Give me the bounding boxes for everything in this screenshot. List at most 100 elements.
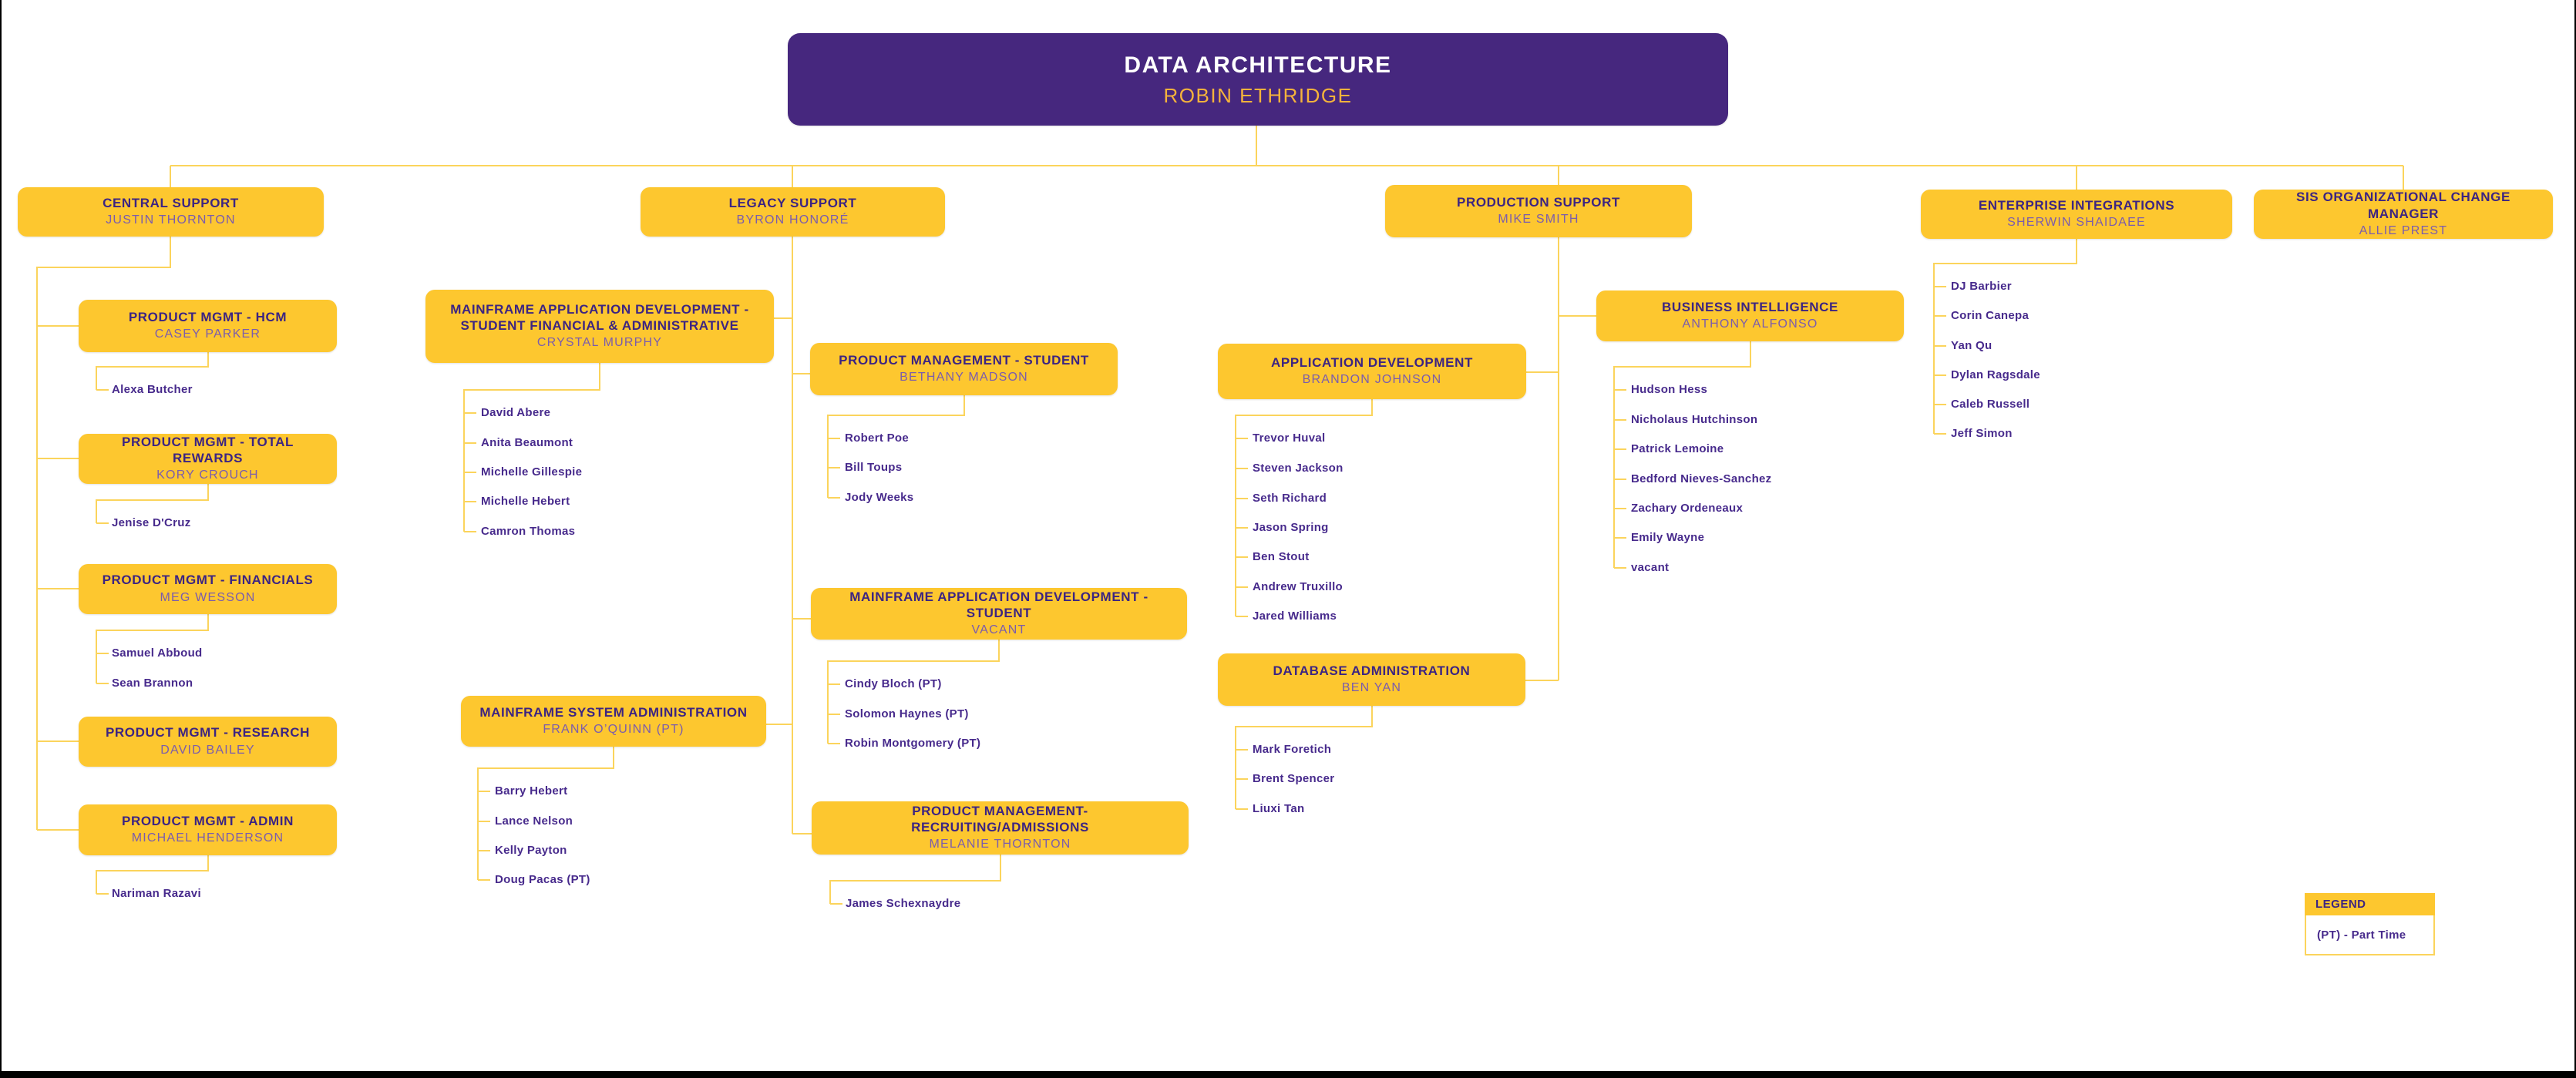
legend-header: LEGEND [2305,893,2435,915]
member-name: DJ Barbier [1951,279,2012,293]
org-box-enterprise-integrations: ENTERPRISE INTEGRATIONS SHERWIN SHAIDAEE [1921,190,2232,239]
org-box-pm-total-rewards: PRODUCT MGMT - TOTAL REWARDS KORY CROUCH [79,434,337,484]
org-box-title: APPLICATION DEVELOPMENT [1271,354,1473,370]
org-box-pm-student: PRODUCT MANAGEMENT - STUDENT BETHANY MADS… [810,343,1118,395]
org-box-title: MAINFRAME APPLICATION DEVELOPMENT - STUD… [849,589,1148,621]
member-name: Dylan Ragsdale [1951,368,2040,381]
org-box-sis-ocm: SIS ORGANIZATIONAL CHANGE MANAGER ALLIE P… [2254,190,2553,239]
org-box-mad-student: MAINFRAME APPLICATION DEVELOPMENT - STUD… [811,588,1187,640]
org-box-title: PRODUCT MGMT - TOTAL REWARDS [122,434,294,466]
org-box-title: PRODUCT MANAGEMENT - STUDENT [839,352,1089,368]
member-name: Jeff Simon [1951,426,2013,440]
org-box-title: ENTERPRISE INTEGRATIONS [1978,197,2175,213]
member-name: Samuel Abboud [112,646,203,660]
legend-body: (PT) - Part Time [2305,915,2435,955]
member-name: Nicholaus Hutchinson [1631,412,1758,426]
member-name: James Schexnaydre [846,896,961,910]
org-box-pm-admin: PRODUCT MGMT - ADMIN MICHAEL HENDERSON [79,804,337,855]
org-box-name: MIKE SMITH [1498,213,1579,227]
member-name: Camron Thomas [481,524,576,538]
member-name: Anita Beaumont [481,435,573,449]
member-name: Jason Spring [1253,520,1329,534]
org-box-name: VACANT [971,623,1027,637]
org-box-production-support: PRODUCTION SUPPORT MIKE SMITH [1385,185,1692,237]
org-box-title: MAINFRAME APPLICATION DEVELOPMENT - STUD… [450,301,749,334]
member-name: Michelle Hebert [481,494,570,508]
member-name: Lance Nelson [495,814,573,828]
member-name: David Abere [481,405,551,419]
member-name: Solomon Haynes (PT) [845,707,969,720]
member-name: Kelly Payton [495,843,567,857]
org-box-title: PRODUCT MGMT - ADMIN [122,813,294,828]
member-name: vacant [1631,560,1670,574]
member-name: Andrew Truxillo [1253,579,1343,593]
org-box-name: KORY CROUCH [156,468,259,482]
org-box-app-dev: APPLICATION DEVELOPMENT BRANDON JOHNSON [1218,344,1526,399]
org-box-title: BUSINESS INTELLIGENCE [1662,299,1838,314]
member-name: Bedford Nieves-Sanchez [1631,472,1772,485]
root-box: DATA ARCHITECTURE ROBIN ETHRIDGE [788,33,1728,126]
member-name: Jenise D'Cruz [112,515,191,529]
org-box-name: BETHANY MADSON [900,371,1028,385]
org-box-title: PRODUCT MANAGEMENT- RECRUITING/ADMISSION… [911,803,1089,835]
member-name: Yan Qu [1951,338,1993,352]
org-box-name: BRANDON JOHNSON [1302,373,1442,387]
member-name: Sean Brannon [112,676,193,690]
member-name: Jared Williams [1253,609,1337,623]
member-name: Barry Hebert [495,784,568,798]
legend-title: LEGEND [2315,898,2366,911]
member-name: Hudson Hess [1631,382,1708,396]
org-box-title: SIS ORGANIZATIONAL CHANGE MANAGER [2296,190,2510,221]
org-box-name: JUSTIN THORNTON [106,213,236,227]
org-box-title: DATABASE ADMINISTRATION [1273,663,1471,678]
member-name: Brent Spencer [1253,771,1335,785]
member-name: Emily Wayne [1631,530,1705,544]
org-box-name: MEG WESSON [160,590,256,604]
org-box-title: PRODUCT MGMT - FINANCIALS [102,573,314,588]
org-box-name: ALLIE PREST [2359,223,2448,237]
org-box-dba: DATABASE ADMINISTRATION BEN YAN [1218,653,1525,706]
member-name: Ben Stout [1253,549,1310,563]
member-name: Steven Jackson [1253,461,1343,475]
member-name: Doug Pacas (PT) [495,872,590,886]
org-box-name: CRYSTAL MURPHY [536,336,663,350]
window-bottom-bar [2,1071,2574,1078]
member-name: Seth Richard [1253,491,1327,505]
org-box-name: ANTHONY ALFONSO [1682,317,1818,331]
org-box-title: PRODUCT MGMT - HCM [128,309,288,324]
org-box-name: BEN YAN [1341,681,1402,695]
org-box-name: MELANIE THORNTON [929,838,1071,851]
member-name: Robin Montgomery (PT) [845,736,981,750]
org-box-name: DAVID BAILEY [160,743,255,757]
org-box-legacy-support: LEGACY SUPPORT BYRON HONORÉ [641,187,945,237]
org-box-title: MAINFRAME SYSTEM ADMINISTRATION [479,704,748,720]
member-name: Bill Toups [845,460,903,474]
member-name: Liuxi Tan [1253,801,1305,815]
member-name: Robert Poe [845,431,910,445]
member-name: Jody Weeks [845,490,914,504]
org-box-name: MICHAEL HENDERSON [131,831,284,845]
org-box-title: PRODUCTION SUPPORT [1457,194,1620,210]
org-box-title: CENTRAL SUPPORT [103,195,239,210]
member-name: Cindy Bloch (PT) [845,677,942,690]
org-box-msa: MAINFRAME SYSTEM ADMINISTRATION FRANK O’Q… [461,696,766,747]
legend-entry: (PT) - Part Time [2317,928,2406,942]
org-box-pm-financials: PRODUCT MGMT - FINANCIALS MEG WESSON [79,564,337,614]
member-name: Trevor Huval [1253,431,1326,445]
org-box-name: FRANK O’QUINN (PT) [543,723,684,737]
org-box-name: BYRON HONORÉ [736,213,849,227]
org-box-name: SHERWIN SHAIDAEE [2007,216,2146,230]
root-name: ROBIN ETHRIDGE [1163,83,1353,107]
member-name: Patrick Lemoine [1631,442,1724,455]
member-name: Nariman Razavi [112,886,201,900]
member-name: Alexa Butcher [112,382,193,396]
org-box-title: LEGACY SUPPORT [728,195,857,210]
org-box-bi: BUSINESS INTELLIGENCE ANTHONY ALFONSO [1596,290,1904,341]
member-name: Mark Foretich [1253,742,1332,756]
org-box-mad-sfa: MAINFRAME APPLICATION DEVELOPMENT - STUD… [425,290,774,363]
member-name: Caleb Russell [1951,397,2030,411]
